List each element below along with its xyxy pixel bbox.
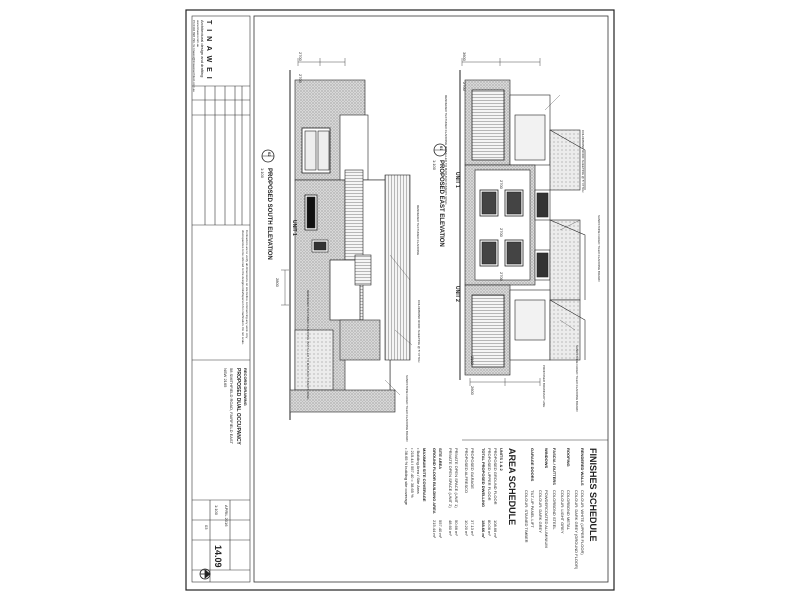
drawing-date: APRIL 2016	[224, 505, 229, 527]
east-note-roof: COLORBOND ROOF SHEETING @ 5° PITCH	[581, 130, 585, 193]
east-dim-bottom-2: 2100	[470, 356, 475, 365]
area-value-6: 48.60 m²	[448, 520, 453, 536]
south-elevation-scale: 1:100	[260, 168, 265, 179]
finishes-item-5: WINDOWS	[544, 448, 549, 469]
east-note-stone-2: SANDSTONE FACED TILED CLADDING BOARD	[575, 345, 579, 412]
south-note-roof: COLORBOND ROOF SHEETING @ 5° PITCH	[417, 300, 421, 363]
area-value-2: 188.66 m²	[481, 520, 486, 539]
area-label-1: PROPOSED UPPER FLOOR	[487, 448, 492, 501]
disclaimer-line-2: discrepancies to be referred to the desi…	[241, 230, 245, 345]
east-note-stone: SANDSTONE FACED TILED CLADDING BOARD	[597, 215, 601, 282]
south-elevation-number: 02	[267, 152, 272, 157]
south-elevation	[261, 58, 413, 420]
area-note-2: • 38.65 % building site coverage	[404, 448, 409, 505]
company-name: T I N A W E I	[205, 20, 212, 81]
company-contact: Ph 0404 898 796 / E tinawei@tinaweiarchi…	[192, 20, 196, 92]
east-unit1-label: UNIT 1	[454, 172, 460, 188]
title-block	[191, 15, 251, 583]
east-dim-b: 2700	[499, 228, 504, 237]
north-arrow-icon	[199, 568, 211, 580]
drawing-number: 14.09	[213, 545, 223, 568]
finishes-value-3: COLOUR: LIGHT GREY	[560, 490, 565, 534]
finishes-value-1: COLOUR: DARK GREY (GROUND FLOOR)	[574, 490, 579, 570]
east-unit2-label: UNIT 2	[454, 286, 460, 302]
finishes-item-2: ROOFING	[566, 448, 571, 467]
south-dim-top-2: 2700	[298, 74, 303, 83]
area-value-4: 10.20 m²	[464, 520, 469, 536]
drawing-frame	[253, 15, 609, 583]
east-note-cladding: RENDERED TEXTURED CLADDING INSTALLED TO …	[444, 95, 448, 206]
finishes-item-0: RENDERED WALLS	[580, 448, 585, 486]
area-value-0: 108.66 m²	[493, 520, 498, 539]
area-value-1: 80.06 m²	[487, 520, 492, 536]
area-label-0: PROPOSED GROUND FLOOR	[493, 448, 498, 505]
finishes-value-8: COLOUR: STAINED TIMBER	[524, 490, 529, 543]
east-dim-top-1: 3600	[462, 52, 467, 61]
south-dim-top-1: 2700	[298, 52, 303, 61]
drawing-revision: 03	[204, 525, 209, 530]
area-note-1: • 215.44 / 557.40 = 38.65 %	[410, 448, 415, 498]
area-note-0: • Building Area / Site Area	[416, 448, 421, 494]
south-note-facing: SANDSTONE FACED TILED CLADDING BOARD	[405, 375, 409, 442]
finishes-value-7: TILT-UP PANEL LIFT	[530, 490, 535, 528]
area-label-6: PRIVATE OPEN SPACE (UNIT 2)	[448, 448, 453, 508]
finishes-value-5: POWDERCOATED ALUMINIUM	[544, 490, 549, 548]
east-dim-top-2: 2700	[462, 82, 467, 91]
company-tagline: Architectural design and drafting	[200, 20, 205, 78]
area-label-4: PROPOSED ALFRESCO	[464, 448, 469, 494]
area-label-7: SITE AREA	[438, 448, 443, 470]
east-dim-c: 2700	[499, 272, 504, 281]
project-address-1: 58 SMITHFIELD ROAD, FAIRFIELD EAST	[229, 368, 234, 445]
south-dim-mid: 2800	[275, 278, 280, 287]
finishes-value-0: COLOUR: WHITE (UPPER FLOOR)	[580, 490, 585, 555]
east-elevation-scale: 1:100	[432, 160, 437, 171]
area-label-5: PRIVATE OPEN SPACE (UNIT 1)	[454, 448, 459, 508]
area-value-3: 37.13 m²	[470, 520, 475, 536]
area-label-8: GROUND FLOOR BUILDING AREA	[432, 448, 437, 514]
south-note-render: RENDERED TEXTURED CLADDING INSTALLED TO …	[306, 290, 310, 401]
south-note-cladding: RENDERED TEXTURED CLADDING	[416, 205, 420, 256]
east-elevation	[433, 58, 586, 386]
area-value-5: 50.66 m²	[454, 520, 459, 536]
south-unit-label: UNIT 1	[291, 220, 297, 236]
company-website: www.tinawei.com.au	[196, 20, 200, 48]
east-dim-a: 2700	[499, 180, 504, 189]
area-value-7: 557.40 m²	[438, 520, 443, 539]
area-notes-title: MAXIMUM SITE COVERAGE	[422, 448, 427, 502]
finishes-value-6: COLOUR: DARK GREY	[538, 490, 543, 533]
area-unit-header: UNITS 1 & 2	[499, 448, 504, 471]
project-label: RECORD DRAWING	[243, 368, 248, 406]
project-title: PROPOSED DUAL OCCUPANCY	[235, 368, 241, 445]
drawing-scale: 1:100	[214, 505, 219, 516]
finishes-value-2: COLORBOND METAL	[566, 490, 571, 530]
area-label-3: PROPOSED GARAGE	[470, 448, 475, 489]
east-elevation-number: 01	[439, 146, 444, 151]
area-value-8: 215.44 m²	[432, 520, 437, 539]
finishes-value-4: COLORBOND STEEL	[552, 490, 557, 530]
east-dim-bottom-1: 2600	[470, 386, 475, 395]
south-elevation-title: PROPOSED SOUTH ELEVATION	[266, 168, 272, 260]
area-label-2: TOTAL PROPOSED DWELLING	[481, 448, 486, 508]
east-note-boundary: PROPOSED BOUNDARY LINE	[542, 365, 546, 408]
project-address-2: NSW 2165	[223, 368, 228, 388]
finishes-item-7: GARAGE DOORS	[530, 448, 535, 482]
finishes-title: FINISHES SCHEDULE	[588, 448, 598, 542]
disclaimer-line-1: Contractors are to verify all dimensions…	[245, 230, 249, 339]
finishes-item-4: FASCIA / GUTTERS	[552, 448, 557, 485]
area-title: AREA SCHEDULE	[507, 448, 517, 526]
